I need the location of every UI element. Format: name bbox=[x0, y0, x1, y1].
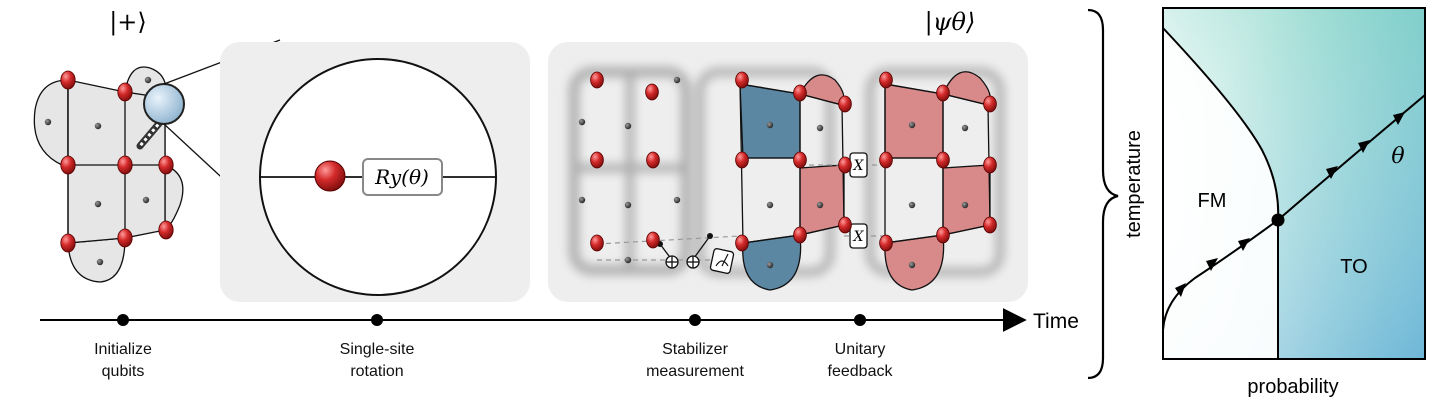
phase-boundary bbox=[1162, 27, 1280, 359]
qubit-sphere bbox=[879, 234, 893, 252]
event-line1: Initialize bbox=[94, 341, 152, 358]
qubit-sphere bbox=[590, 151, 604, 169]
x-gate-bottom-label: X bbox=[853, 229, 865, 245]
theta-label: θ bbox=[1391, 144, 1404, 169]
initial-lattice-dots bbox=[44, 70, 174, 266]
event-label-feedback: Unitary feedback bbox=[800, 339, 920, 383]
ancilla-dot bbox=[961, 201, 969, 209]
qubit-sphere bbox=[879, 71, 893, 89]
qubit-sphere bbox=[936, 151, 950, 169]
event-label-initialize: Initialize qubits bbox=[63, 339, 183, 383]
qubit-sphere bbox=[838, 216, 852, 234]
ancilla-dot bbox=[908, 201, 916, 209]
qubit-sphere bbox=[735, 71, 749, 89]
time-axis-label: Time bbox=[1033, 310, 1079, 333]
qubit-sphere bbox=[158, 155, 174, 175]
qubit-sphere bbox=[117, 228, 133, 248]
flow-arrow-icon bbox=[1326, 166, 1338, 179]
rg-flow-line bbox=[1162, 94, 1426, 331]
qubit-sphere bbox=[936, 84, 950, 102]
ancilla-dot bbox=[578, 118, 586, 126]
event-label-rotation: Single-site rotation bbox=[317, 339, 437, 383]
ancilla-dot bbox=[961, 124, 969, 132]
ancilla-dot bbox=[816, 124, 824, 132]
ancilla-dot bbox=[766, 201, 774, 209]
rotation-gate-box bbox=[362, 158, 443, 196]
event-line2: qubits bbox=[101, 363, 145, 380]
qubit-sphere bbox=[117, 155, 133, 175]
flow-arrow-icon bbox=[1393, 112, 1405, 125]
panel3-dots bbox=[578, 71, 997, 269]
event-line1: Stabilizer bbox=[662, 341, 728, 358]
event-line2: rotation bbox=[350, 363, 404, 380]
flow-arrow-icon bbox=[1206, 258, 1218, 271]
qubit-sphere bbox=[646, 151, 660, 169]
qubit-sphere bbox=[590, 234, 604, 252]
event-label-measurement: Stabilizer measurement bbox=[630, 339, 760, 383]
event-line1: Unitary bbox=[834, 341, 886, 358]
qubit-sphere bbox=[838, 156, 852, 174]
ancilla-dot bbox=[96, 258, 104, 266]
qubit-sphere bbox=[646, 231, 660, 249]
qubit-sphere bbox=[735, 151, 749, 169]
ancilla-dot bbox=[142, 196, 150, 204]
qubit-sphere bbox=[983, 95, 997, 113]
qubit-sphere bbox=[793, 151, 807, 169]
psi-ket: |ψθ⟩ bbox=[925, 8, 976, 37]
x-gate-top-label: X bbox=[853, 158, 865, 174]
qubit-sphere bbox=[590, 71, 604, 89]
flow-arrow-icon bbox=[1358, 140, 1370, 153]
qubit-sphere bbox=[936, 226, 950, 244]
ancilla-dot bbox=[816, 201, 824, 209]
ancilla-dot bbox=[908, 261, 916, 269]
qubit-sphere bbox=[793, 84, 807, 102]
event-line2: measurement bbox=[646, 363, 744, 380]
ancilla-dot bbox=[908, 121, 916, 129]
ancilla-dot bbox=[766, 121, 774, 129]
ancilla-dot bbox=[44, 118, 52, 126]
feedback-lattice bbox=[884, 71, 991, 291]
region-fm-label: FM bbox=[1198, 190, 1227, 212]
rotation-zoom-circle bbox=[259, 58, 497, 296]
ancilla-dot bbox=[766, 261, 774, 269]
qubit-sphere bbox=[60, 70, 76, 90]
timeline bbox=[40, 308, 1027, 332]
event-line2: feedback bbox=[827, 363, 893, 380]
qubit-sphere bbox=[645, 83, 659, 101]
flow-arrow-icon bbox=[1175, 283, 1186, 297]
phase-xlabel: probability bbox=[1247, 376, 1338, 398]
qubit-sphere bbox=[735, 234, 749, 252]
meter-icon bbox=[709, 248, 735, 274]
qubit-sphere bbox=[879, 151, 893, 169]
qubit-sphere bbox=[60, 233, 76, 253]
event-line1: Single-site bbox=[339, 341, 415, 358]
flow-arrow-icon bbox=[1238, 238, 1250, 251]
plus-ket: |+⟩ bbox=[109, 8, 147, 37]
ancilla-dot bbox=[624, 256, 632, 264]
fixed-point bbox=[1271, 213, 1285, 227]
phase-diagram bbox=[1162, 7, 1426, 360]
qubit-sphere bbox=[158, 220, 174, 240]
ancilla-dot bbox=[624, 122, 632, 130]
ancilla-dot bbox=[144, 76, 152, 84]
qubit-sphere bbox=[983, 156, 997, 174]
ancilla-dot bbox=[578, 196, 586, 204]
x-gate-bottom bbox=[849, 223, 868, 249]
ancilla-dot bbox=[673, 196, 681, 204]
curly-brace bbox=[1087, 8, 1119, 380]
qubit-sphere bbox=[117, 82, 133, 102]
ancilla-dot bbox=[94, 122, 102, 130]
ancilla-dot bbox=[673, 76, 681, 84]
ancilla-dot bbox=[624, 201, 632, 209]
qubit-sphere bbox=[838, 95, 852, 113]
qubit-sphere bbox=[60, 155, 76, 175]
ancilla-dot bbox=[94, 200, 102, 208]
qubit-sphere bbox=[793, 226, 807, 244]
qubit-sphere bbox=[983, 216, 997, 234]
phase-ylabel: temperature bbox=[1123, 130, 1145, 238]
region-to-label: TO bbox=[1340, 256, 1367, 278]
rotation-gate-label: Ry(θ) bbox=[374, 165, 429, 189]
